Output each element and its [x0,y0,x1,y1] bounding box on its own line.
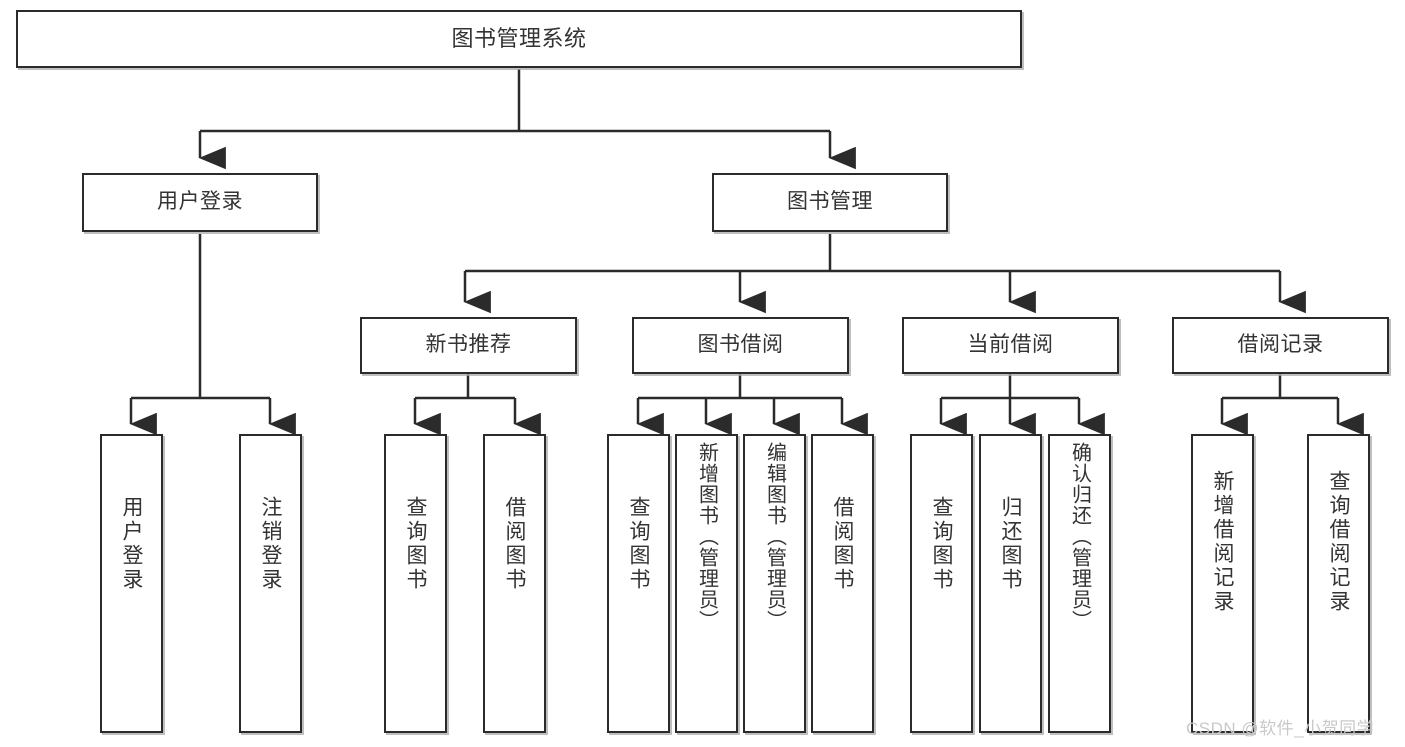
node-label: 借阅图书 [503,496,526,592]
node-label: 新书推荐 [425,333,512,357]
node-new-book-recommend[interactable]: 新书推荐 [360,317,577,374]
node-label: 用户登录 [120,496,143,592]
node-current-borrow[interactable]: 当前借阅 [902,317,1119,374]
node-user-login[interactable]: 用户登录 [82,173,318,232]
node-label: 查询图书 [930,496,953,592]
leaf-query-book-borrow[interactable]: 查询图书 [607,434,670,733]
node-label: 查询图书 [627,496,650,592]
node-label: 当前借阅 [967,333,1054,357]
node-label: 查询图书 [404,496,427,592]
node-borrow-record[interactable]: 借阅记录 [1172,317,1389,374]
leaf-borrow-book[interactable]: 借阅图书 [811,434,874,733]
leaf-confirm-return-admin[interactable]: 确认归还（管理员） [1048,434,1111,733]
leaf-logout[interactable]: 注销登录 [239,434,302,733]
node-label: 新增借阅记录 [1211,470,1234,614]
node-label: 用户登录 [157,190,243,214]
node-label: 查询借阅记录 [1327,470,1350,614]
leaf-user-login[interactable]: 用户登录 [100,434,163,733]
csdn-watermark: CSDN @软件_小贺同学 [1186,719,1375,738]
node-book-borrow[interactable]: 图书借阅 [632,317,849,374]
node-label: 图书管理系统 [451,26,587,52]
node-label: 借阅记录 [1237,333,1324,357]
node-label: 注销登录 [259,496,282,592]
node-label: 确认归还（管理员） [1068,442,1091,631]
leaf-borrow-book-recommend[interactable]: 借阅图书 [483,434,546,733]
node-label: 归还图书 [999,496,1022,592]
leaf-query-book-current[interactable]: 查询图书 [910,434,973,733]
node-label: 新增图书（管理员） [695,442,718,631]
leaf-add-borrow-record[interactable]: 新增借阅记录 [1191,434,1254,733]
leaf-query-book-recommend[interactable]: 查询图书 [384,434,447,733]
leaf-add-book-admin[interactable]: 新增图书（管理员） [675,434,738,733]
node-book-management[interactable]: 图书管理 [712,173,948,232]
node-label: 图书借阅 [697,333,784,357]
node-label: 编辑图书（管理员） [763,442,786,631]
leaf-query-borrow-record[interactable]: 查询借阅记录 [1307,434,1370,733]
leaf-return-book[interactable]: 归还图书 [979,434,1042,733]
node-label: 借阅图书 [831,496,854,592]
node-label: 图书管理 [787,190,873,214]
leaf-edit-book-admin[interactable]: 编辑图书（管理员） [743,434,806,733]
node-root-system[interactable]: 图书管理系统 [16,10,1022,68]
